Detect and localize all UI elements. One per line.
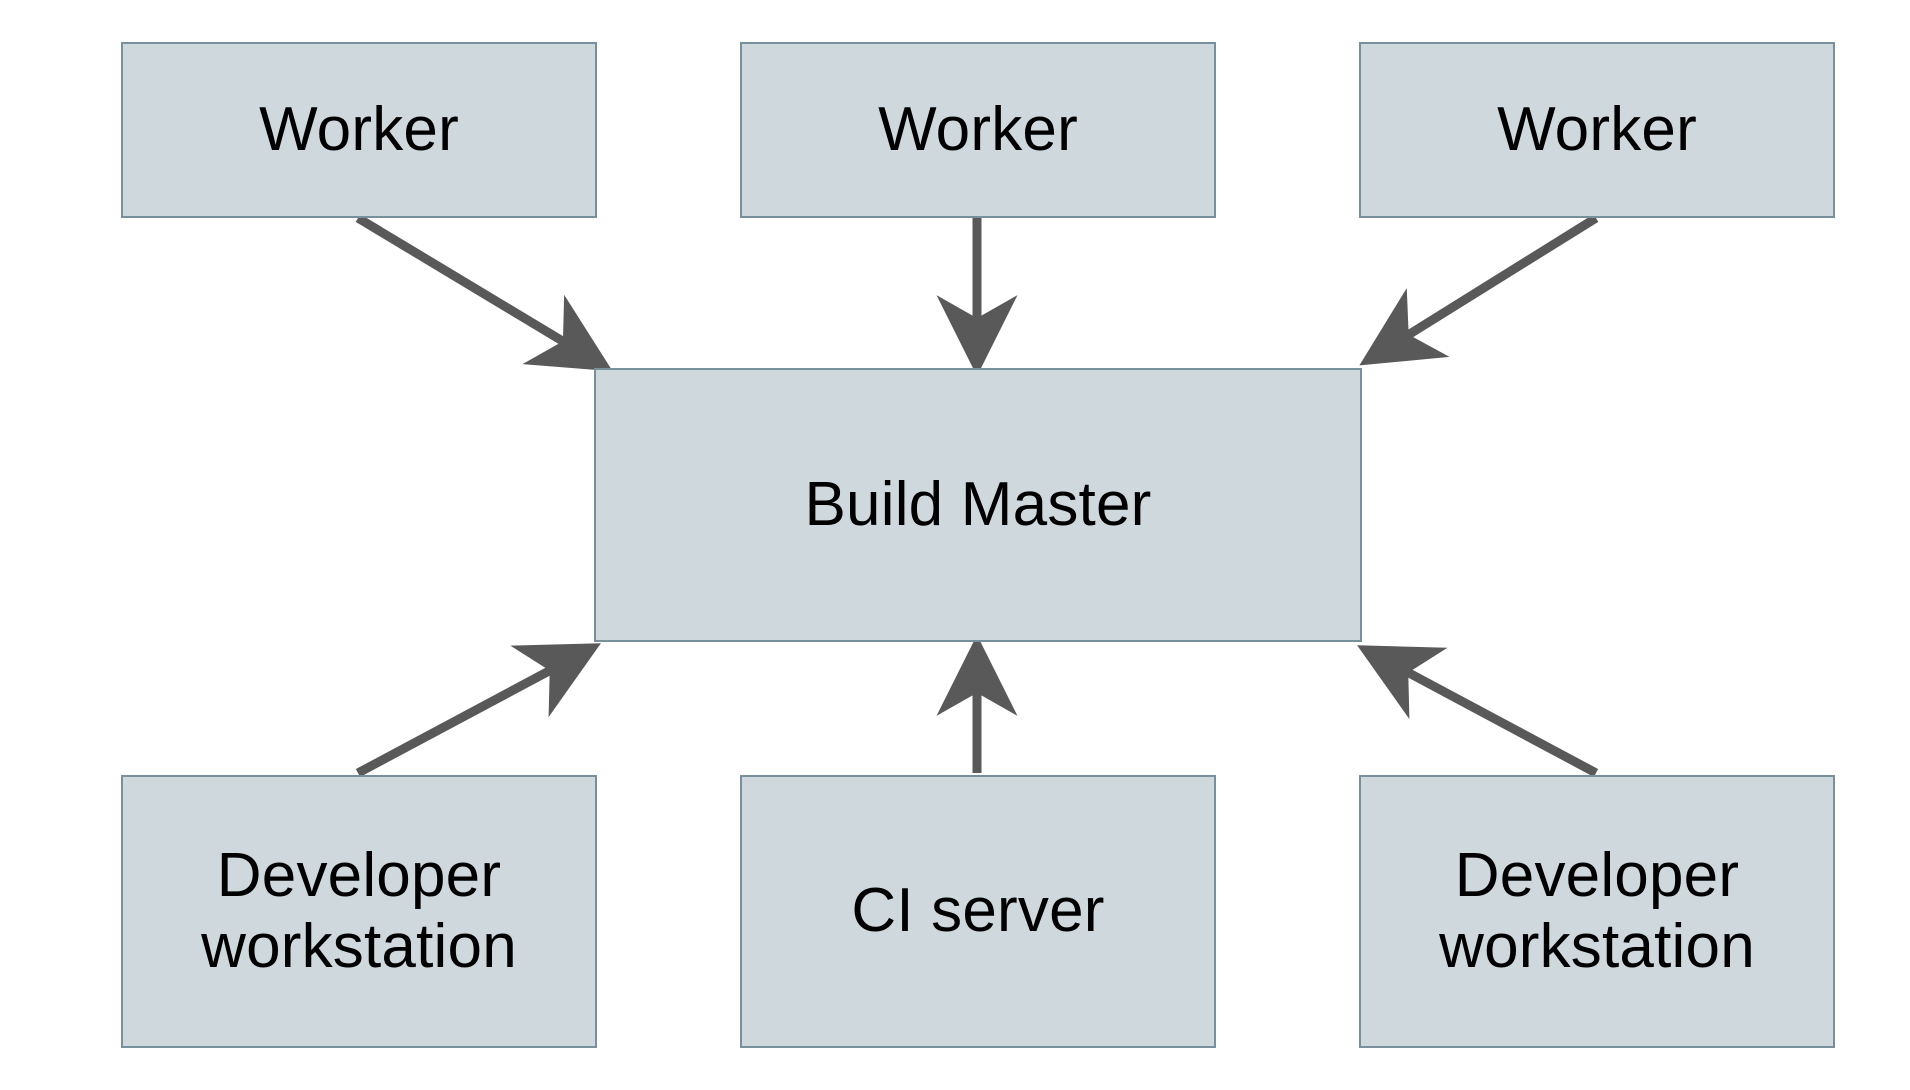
node-worker-left[interactable]: Worker: [121, 42, 597, 218]
node-worker-left-label: Worker: [259, 94, 459, 164]
node-worker-right[interactable]: Worker: [1359, 42, 1835, 218]
node-developer-workstation-left-label: Developer workstation: [201, 840, 517, 981]
edge-worker-right-to-master: [1359, 214, 1599, 366]
node-worker-center[interactable]: Worker: [740, 42, 1216, 218]
node-build-master-label: Build Master: [804, 469, 1152, 539]
edge-dev-left-to-master: [355, 643, 601, 777]
node-developer-workstation-right[interactable]: Developer workstation: [1359, 775, 1835, 1048]
node-worker-right-label: Worker: [1497, 94, 1697, 164]
edge-worker-left-to-master: [355, 214, 613, 372]
node-worker-center-label: Worker: [878, 94, 1078, 164]
node-developer-workstation-left[interactable]: Developer workstation: [121, 775, 597, 1048]
node-ci-server[interactable]: CI server: [740, 775, 1216, 1048]
node-ci-server-label: CI server: [851, 876, 1105, 946]
edge-dev-right-to-master: [1357, 645, 1599, 777]
node-build-master[interactable]: Build Master: [594, 368, 1362, 642]
node-developer-workstation-right-label: Developer workstation: [1439, 840, 1755, 981]
